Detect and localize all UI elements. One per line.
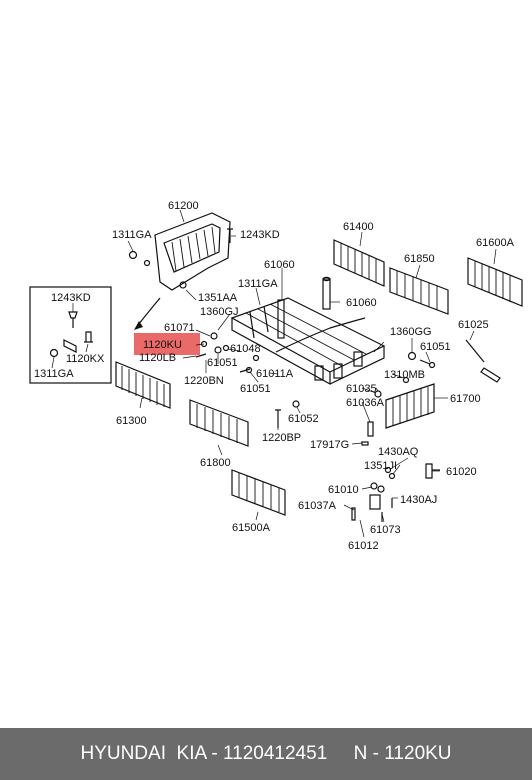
label-1351JI: 1351JI xyxy=(364,460,397,472)
label-1311GA-mid: 1311GA xyxy=(238,278,278,290)
label-1120KX: 1120KX xyxy=(66,353,105,365)
label-61020: 61020 xyxy=(446,466,477,478)
left-fasteners xyxy=(195,332,300,428)
label-61025: 61025 xyxy=(458,319,489,331)
panel-61400 xyxy=(333,239,385,287)
label-1360GG: 1360GG xyxy=(390,326,432,338)
label-1430AQ: 1430AQ xyxy=(378,446,419,458)
label-1120LB: 1120LB xyxy=(139,352,176,364)
panel-61850 xyxy=(389,267,449,315)
label-1360GJ: 1360GJ xyxy=(200,306,239,318)
post-61060 xyxy=(322,276,331,310)
label-61300: 61300 xyxy=(116,415,147,427)
label-61011A: 61011A xyxy=(256,368,294,380)
label-61400: 61400 xyxy=(343,221,374,233)
label-61071: 61071 xyxy=(164,322,195,334)
label-1220BN: 1220BN xyxy=(184,375,224,387)
label-1311GA-top: 1311GA xyxy=(112,229,152,241)
label-61073: 61073 xyxy=(370,524,401,536)
panel-61500A xyxy=(231,469,286,516)
parts-diagram: 61200 1311GA 1243KD 1243KD 1120KX 1311GA… xyxy=(29,200,523,552)
label-61600A: 61600A xyxy=(476,237,515,249)
label-61051-c: 61051 xyxy=(420,341,451,353)
label-61800: 61800 xyxy=(200,457,231,469)
inset-box xyxy=(29,286,112,384)
panel-61800 xyxy=(189,399,249,447)
bolt-1243KD-top xyxy=(227,228,233,243)
label-61500A: 61500A xyxy=(232,522,271,534)
label-1220BP: 1220BP xyxy=(262,432,301,444)
footer-brand-part-number: HYUNDAI KIA - 1120412451 xyxy=(80,743,328,764)
label-1430AJ: 1430AJ xyxy=(400,494,437,506)
label-1120KU: 1120KU xyxy=(143,339,182,351)
headboard-61200 xyxy=(154,212,231,291)
label-61051-b: 61051 xyxy=(240,383,271,395)
label-61060-right: 61060 xyxy=(346,297,377,309)
label-61012: 61012 xyxy=(348,540,379,552)
hinge-group xyxy=(351,463,440,522)
footer-bar: HYUNDAI KIA - 1120412451 N - 1120KU xyxy=(0,728,532,780)
inset-fastener-drawing xyxy=(49,311,93,358)
washer-1311GA-top xyxy=(143,259,151,267)
label-61200: 61200 xyxy=(168,200,199,212)
label-61010: 61010 xyxy=(328,484,359,496)
label-1243KD-box: 1243KD xyxy=(51,292,91,304)
label-1311GA-box: 1311GA xyxy=(34,368,74,380)
bolt-1311GA-top xyxy=(128,250,138,260)
label-17917G: 17917G xyxy=(310,439,349,451)
inset-arrowhead xyxy=(134,321,143,330)
label-61850: 61850 xyxy=(404,253,435,265)
cargo-bed xyxy=(230,297,386,386)
panel-61600A xyxy=(467,257,523,307)
label-61035: 61035 xyxy=(346,383,377,395)
label-61037A: 61037A xyxy=(298,500,337,512)
part-labels: 61200 1311GA 1243KD 1243KD 1120KX 1311GA… xyxy=(34,200,515,552)
highlight-1120KU xyxy=(134,333,200,355)
right-fasteners xyxy=(361,339,501,446)
leader-lines xyxy=(51,209,497,538)
label-61052: 61052 xyxy=(288,413,319,425)
panel-61700 xyxy=(385,383,435,429)
label-1351AA: 1351AA xyxy=(198,292,238,304)
panel-61300 xyxy=(115,361,171,409)
label-1310MB: 1310MB xyxy=(384,369,425,381)
label-61048: 61048 xyxy=(230,343,261,355)
label-61060-top: 61060 xyxy=(264,259,295,271)
footer-code: N - 1120KU xyxy=(353,743,452,764)
label-61051-a: 61051 xyxy=(207,357,238,369)
label-61700: 61700 xyxy=(450,393,481,405)
label-61036A: 61036A xyxy=(346,397,385,409)
label-1243KD-top: 1243KD xyxy=(240,229,280,241)
inset-arrow xyxy=(137,297,161,326)
